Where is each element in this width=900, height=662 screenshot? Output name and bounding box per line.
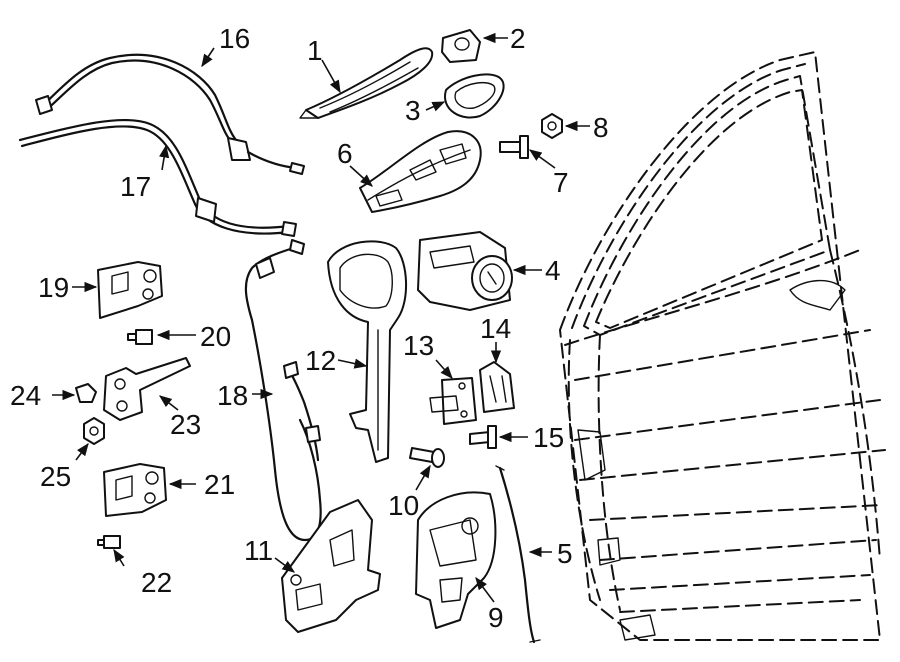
callout-22: 22: [141, 567, 172, 598]
part-5-rod: [495, 465, 541, 644]
callout-9: 9: [488, 602, 504, 633]
callout-11: 11: [244, 535, 273, 566]
part-11-carrier: [281, 499, 381, 633]
part-23-check-strap: [103, 357, 191, 421]
part-8-nut: [541, 113, 563, 139]
part-3-pad: [444, 73, 505, 119]
part-15-bolt: [469, 425, 497, 449]
callout-4: 4: [545, 255, 561, 286]
part-7-bolt: [499, 135, 529, 159]
part-21-hinge: [103, 463, 167, 517]
part-12-guide: [327, 240, 408, 463]
callout-2: 2: [510, 23, 526, 54]
callout-24: 24: [10, 380, 41, 411]
part-25-nut: [83, 417, 105, 445]
part-13-striker: [429, 377, 477, 425]
callout-13: 13: [403, 330, 434, 361]
callout-6: 6: [337, 138, 353, 169]
callout-15: 15: [533, 422, 564, 453]
callout-19: 19: [38, 272, 69, 303]
part-10-pin: [409, 447, 445, 468]
callout-3: 3: [405, 95, 421, 126]
callout-1: 1: [307, 35, 323, 66]
door-shell: [559, 51, 886, 641]
part-2-cap: [441, 29, 481, 63]
callout-12: 12: [305, 345, 336, 376]
callout-8: 8: [593, 112, 609, 143]
callout-7: 7: [553, 167, 569, 198]
part-17-rod: [18, 118, 297, 237]
part-16-cable: [35, 53, 305, 175]
part-6-bracket: [359, 130, 482, 213]
callout-10: 10: [388, 490, 419, 521]
callout-14: 14: [480, 313, 511, 344]
part-22-bolt: [97, 535, 121, 549]
callout-5: 5: [557, 538, 573, 569]
callout-23: 23: [170, 409, 201, 440]
callout-18: 18: [217, 380, 248, 411]
callout-25: 25: [40, 461, 71, 492]
part-20-bolt: [127, 329, 153, 345]
callout-17: 17: [120, 171, 151, 202]
part-9-latch: [415, 491, 497, 629]
part-1-handle: [299, 47, 434, 119]
leader-lines: [52, 32, 590, 603]
callout-20: 20: [200, 321, 231, 352]
part-19-hinge: [97, 261, 163, 319]
part-4-lock-cylinder: [417, 231, 513, 311]
callout-16: 16: [219, 23, 250, 54]
callout-labels: 1 2 3 4 5 6 7 8 9 10 11 12 13 14 15 16 1…: [10, 23, 609, 633]
part-18-cable: [244, 239, 322, 542]
part-24-bolt: [75, 383, 97, 403]
part-14-clip: [479, 361, 515, 413]
callout-21: 21: [204, 469, 235, 500]
